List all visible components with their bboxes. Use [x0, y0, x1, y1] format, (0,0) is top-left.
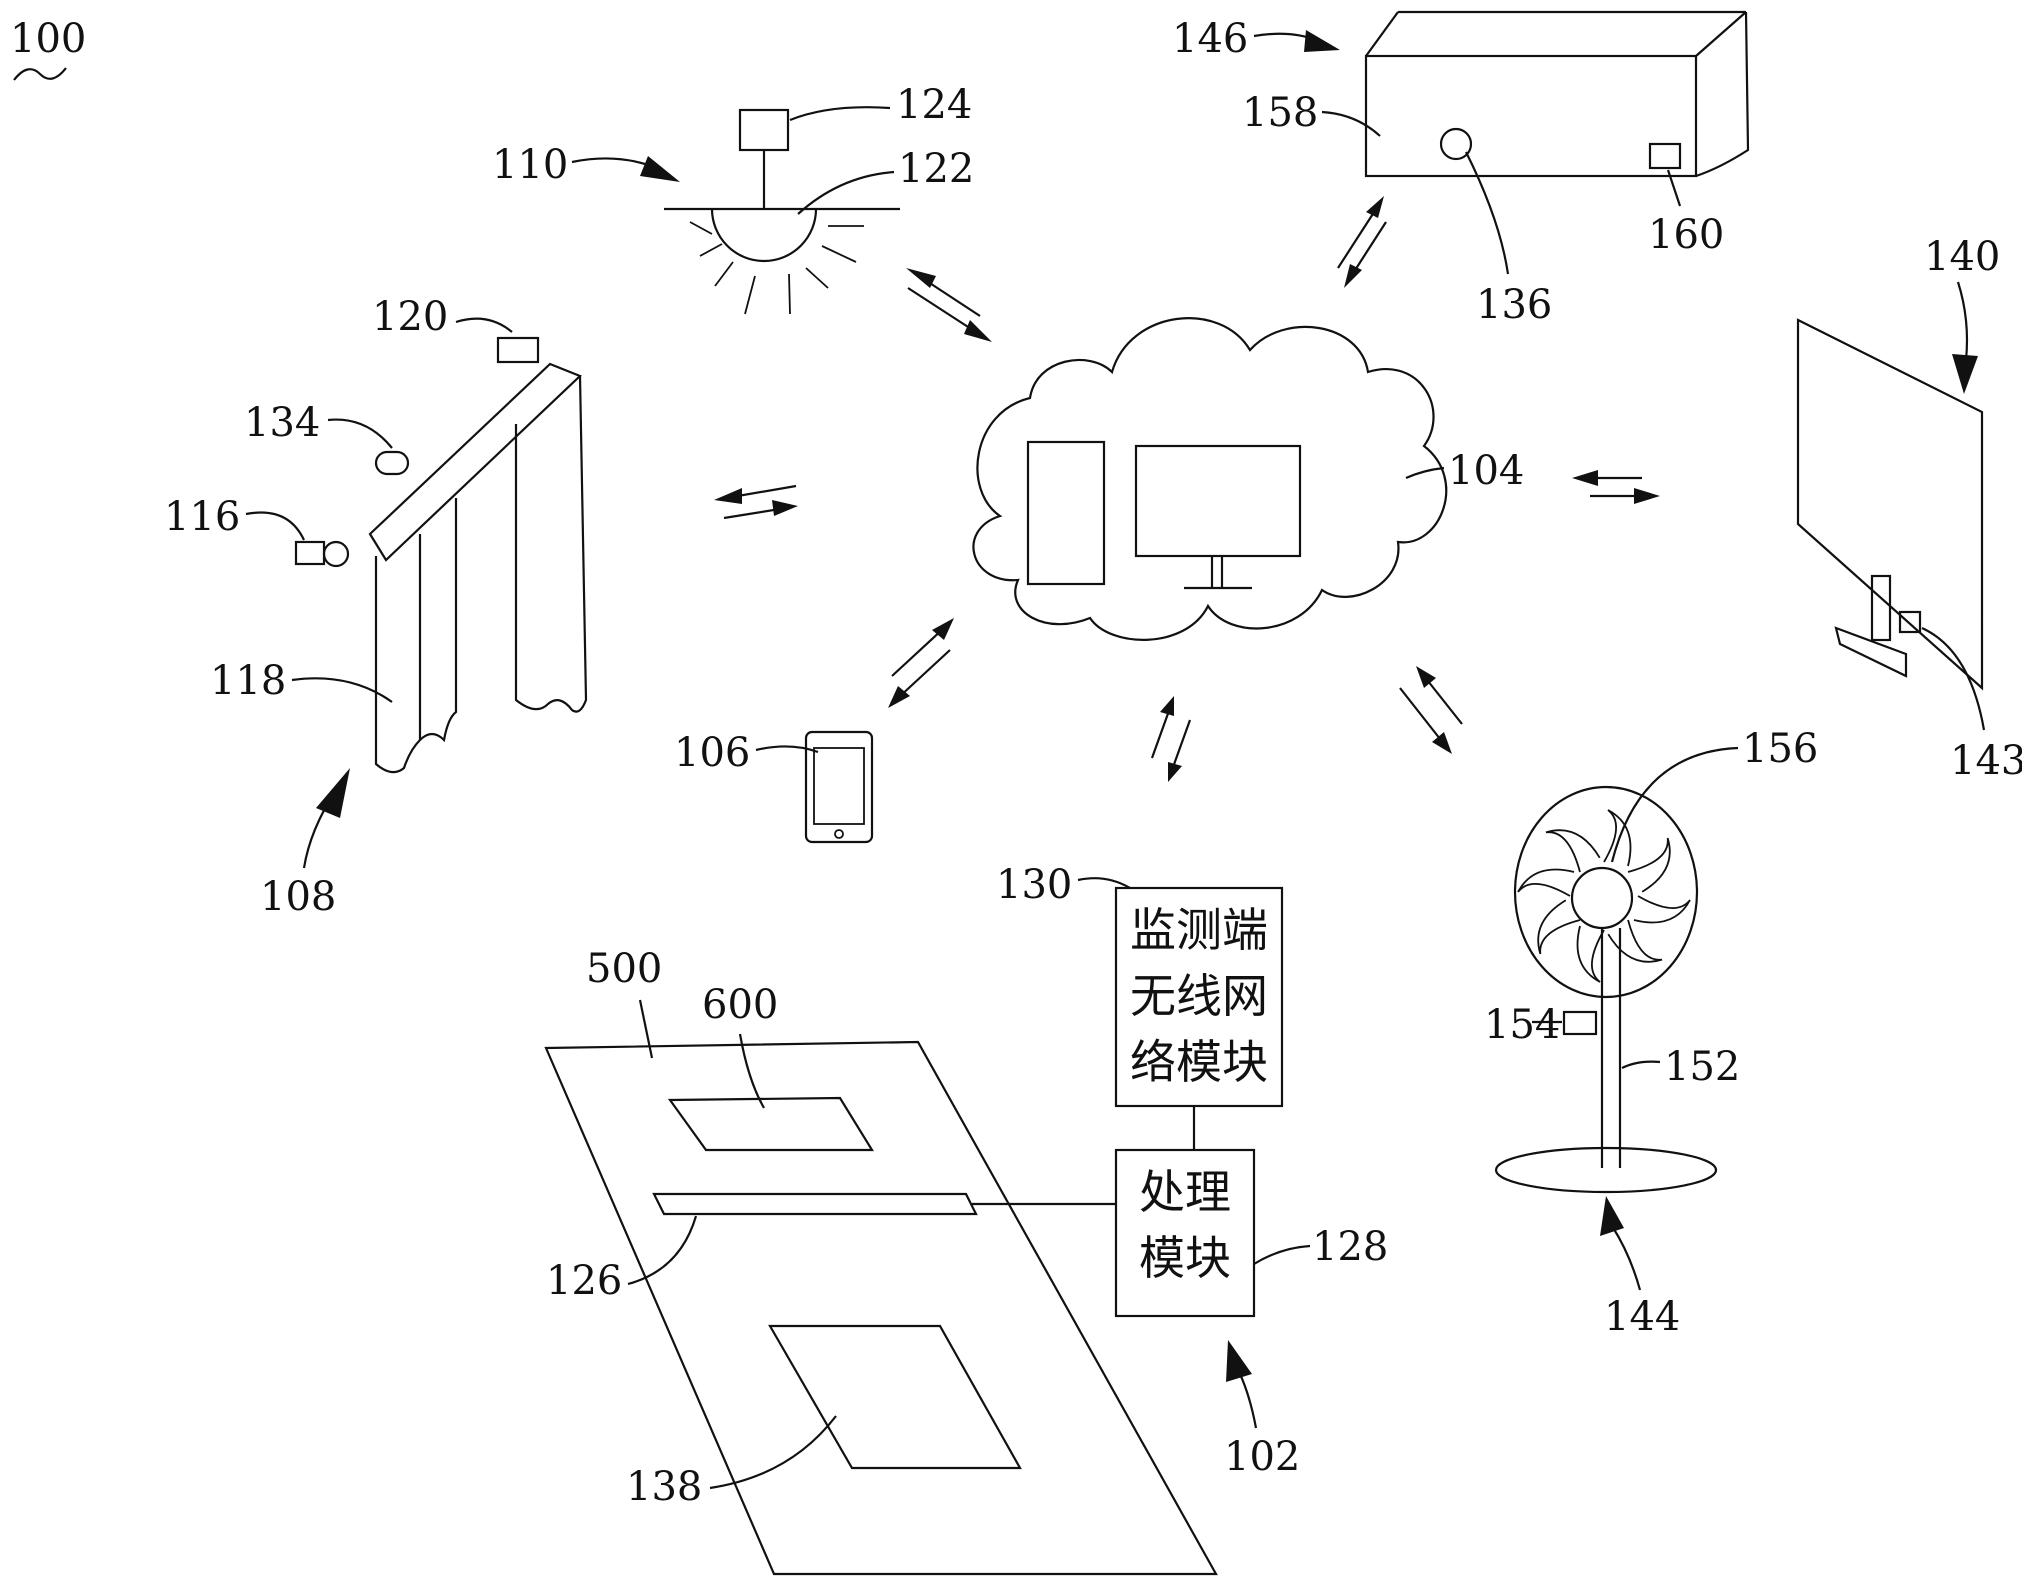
ac-control-module: [1650, 144, 1680, 168]
lamp-control-module: [740, 110, 788, 150]
wireless-network-module: 监测端 无线网 络模块: [1116, 888, 1282, 1106]
label-143: 143: [1950, 738, 2022, 784]
label-140: 140: [1924, 234, 2000, 280]
comm-arrows-tv: [1572, 470, 1660, 504]
label-126: 126: [546, 1258, 622, 1304]
label-128: 128: [1312, 1224, 1388, 1270]
label-134: 134: [244, 400, 320, 446]
processing-module: 处理 模块: [1116, 1150, 1254, 1316]
pillow-area: [670, 1098, 872, 1150]
svg-text:处理: 处理: [1139, 1165, 1231, 1219]
ceiling-lamp: [664, 110, 900, 314]
curtain-sensor: [296, 542, 324, 564]
electric-fan: [1496, 787, 1716, 1192]
label-124: 124: [896, 82, 972, 128]
label-110: 110: [492, 142, 568, 188]
sensor-strip: [654, 1194, 976, 1214]
fan-hub: [1572, 868, 1632, 928]
comm-arrows-lamp: [906, 268, 992, 342]
server-monitor: [1136, 446, 1300, 556]
curtain-control-module: [498, 338, 538, 362]
comm-arrows-phone: [888, 618, 954, 708]
label-100-squiggle: [14, 68, 66, 80]
label-500: 500: [586, 946, 662, 992]
curtain-rod: [370, 364, 580, 560]
label-158: 158: [1242, 90, 1318, 136]
server-tower: [1028, 442, 1104, 584]
label-104: 104: [1448, 448, 1524, 494]
svg-text:监测端: 监测端: [1130, 903, 1268, 957]
comm-arrows-ac: [1338, 196, 1386, 288]
label-102: 102: [1224, 1434, 1300, 1480]
label-106: 106: [674, 730, 750, 776]
svg-text:模块: 模块: [1139, 1231, 1231, 1285]
svg-text:无线网: 无线网: [1130, 969, 1268, 1023]
label-152: 152: [1664, 1044, 1740, 1090]
fan-control-module: [1564, 1012, 1596, 1034]
comm-arrows-monitor: [1152, 696, 1190, 782]
label-156: 156: [1742, 726, 1818, 772]
label-118: 118: [210, 658, 286, 704]
comm-arrows-curtain: [714, 486, 798, 518]
label-116: 116: [164, 494, 240, 540]
label-120: 120: [372, 294, 448, 340]
label-108: 108: [260, 874, 336, 920]
curtain: [296, 338, 586, 772]
comm-arrows-fan: [1400, 666, 1462, 754]
label-160: 160: [1648, 212, 1724, 258]
label-600: 600: [702, 982, 778, 1028]
television: [1798, 320, 1982, 688]
label-122: 122: [898, 146, 974, 192]
svg-text:络模块: 络模块: [1130, 1035, 1268, 1089]
curtain-motor: [376, 452, 408, 474]
label-146: 146: [1172, 16, 1248, 62]
label-138: 138: [626, 1464, 702, 1510]
cloud-server: [973, 318, 1446, 640]
mobile-phone: [806, 732, 872, 842]
label-136: 136: [1476, 282, 1552, 328]
label-130: 130: [996, 862, 1072, 908]
label-100: 100: [10, 16, 86, 62]
air-conditioner: [1366, 12, 1748, 176]
label-154: 154: [1484, 1002, 1560, 1048]
label-144: 144: [1604, 1294, 1680, 1340]
